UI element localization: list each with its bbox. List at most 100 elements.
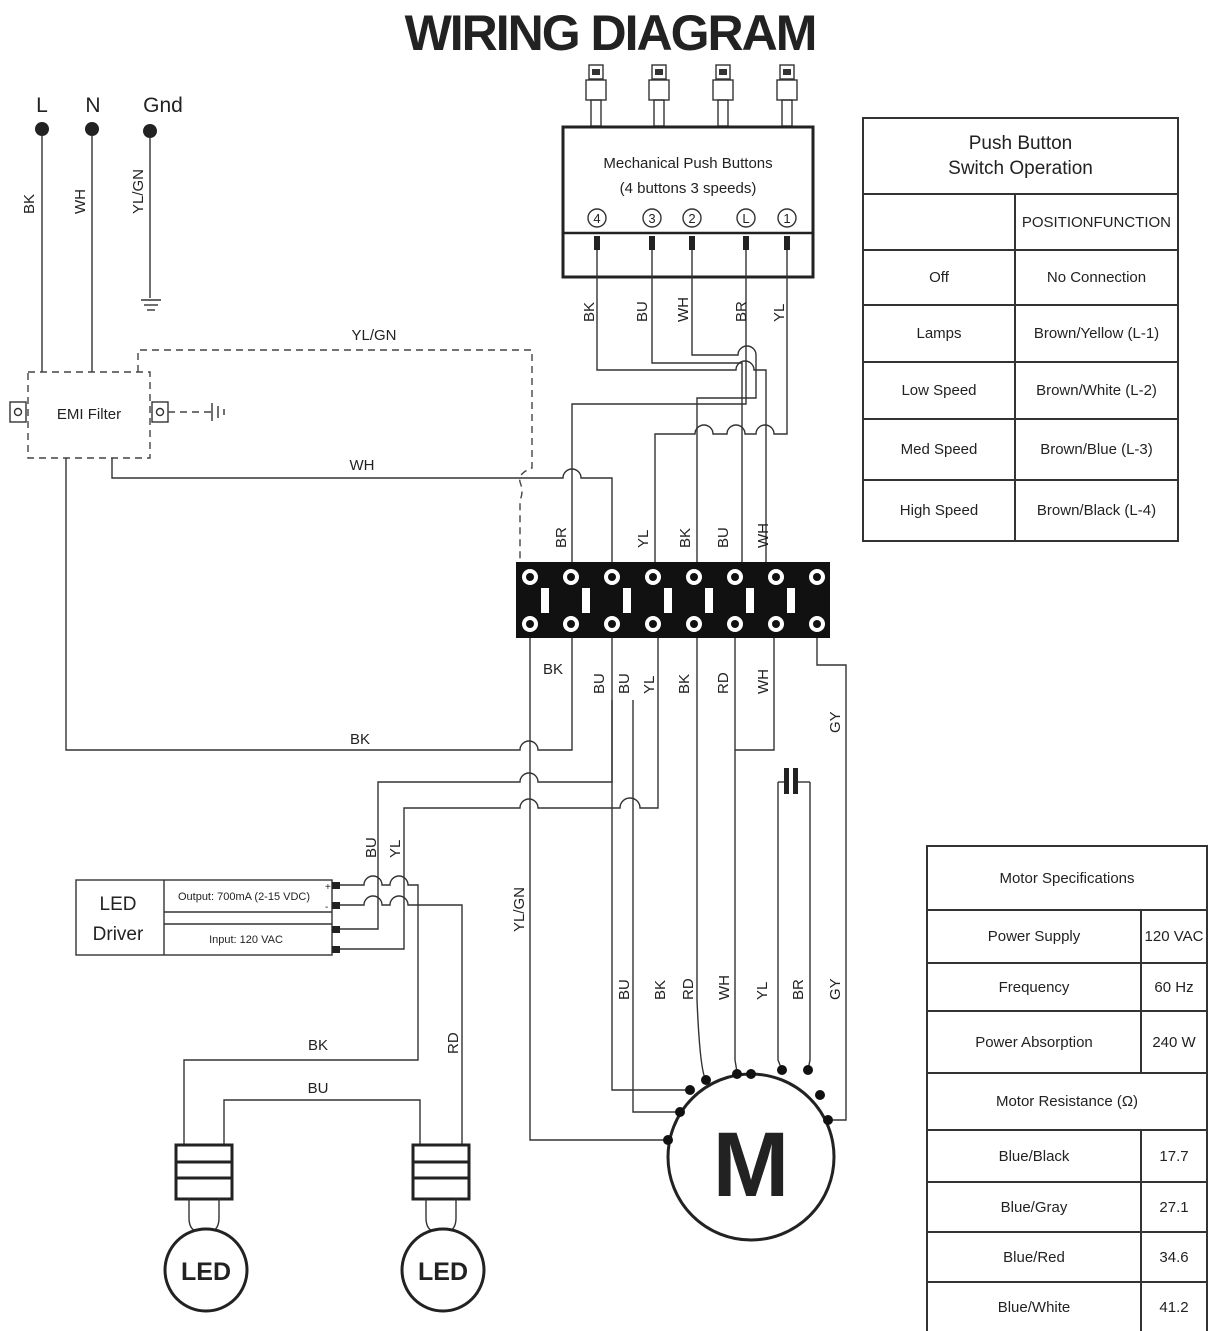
btn-wire-label-bu: BU	[634, 301, 651, 322]
driver-wire-label-bu: BU	[363, 837, 380, 858]
led-driver-title-2: Driver	[93, 924, 144, 945]
tb-top-label-br: BR	[553, 527, 570, 548]
driver-wire-label-yl: YL	[387, 840, 404, 858]
diagram-title: WIRING DIAGRAM	[405, 5, 816, 61]
tb-bottom-label-wh: WH	[755, 669, 772, 694]
motor-wire-label-bk: BK	[652, 980, 669, 1000]
led-lamp-right: LED	[400, 1143, 486, 1313]
wire-label-n: WH	[72, 189, 89, 214]
wire-motor-wh	[734, 638, 738, 1073]
motor-wire-label-yl: YL	[754, 982, 771, 1000]
switch-table-title-1: Push Button	[968, 133, 1073, 154]
push-buttons: Mechanical Push Buttons (4 buttons 3 spe…	[561, 64, 815, 279]
wire-led-bk	[183, 875, 419, 1145]
wire-emi-bk	[65, 458, 573, 751]
motor-wire-label-ground: YL/GN	[511, 887, 528, 932]
wire-label-emi-wh: WH	[350, 457, 375, 474]
button-terminal-2: 2	[682, 208, 702, 228]
led-label-right: LED	[418, 1258, 468, 1286]
wire-btn-bk	[596, 250, 767, 566]
wire-tb-wh	[735, 638, 775, 751]
neutral-terminal-label: N	[85, 94, 100, 117]
button-terminal-l: L	[736, 208, 756, 228]
led-wire-label-bk: BK	[308, 1037, 328, 1054]
wire-motor-ground	[529, 638, 668, 1141]
capacitor	[778, 768, 810, 794]
neutral-terminal	[85, 122, 99, 136]
push-button-subtitle: (4 buttons 3 speeds)	[620, 180, 757, 197]
tb-top-label-wh: WH	[755, 523, 772, 548]
led-driver-plus: +	[325, 882, 331, 893]
emi-filter: EMI Filter YL/GN WH BK	[9, 327, 613, 751]
resistance-title: Motor Resistance (Ω)	[926, 1072, 1208, 1131]
led-lamp-left: LED	[163, 1143, 249, 1313]
wire-label-l: BK	[21, 194, 38, 214]
wire-motor-br	[807, 782, 811, 1071]
tb-bottom-label-bk2: BK	[676, 674, 693, 694]
led-wire-label-bu: BU	[308, 1080, 329, 1097]
wire-btn-bu	[651, 250, 743, 566]
wire-btn-br	[571, 250, 747, 566]
button-wires: BK BU WH BR YL	[571, 250, 788, 566]
tb-top-label-bk: BK	[677, 528, 694, 548]
svg-text:L: L	[742, 211, 749, 226]
motor-label: M	[713, 1114, 790, 1216]
line-terminal-label: L	[36, 94, 48, 117]
wire-btn-wh	[691, 250, 757, 566]
btn-wire-label-br: BR	[733, 301, 750, 322]
button-terminal-1: 1	[777, 208, 797, 228]
button-wire-stubs	[594, 236, 790, 250]
switch-table-title-2: Switch Operation	[948, 158, 1093, 179]
wire-motor-rd	[696, 638, 707, 1081]
wire-btn-yl	[654, 250, 788, 566]
ground-terminal	[143, 124, 157, 138]
wire-label-emi-ground: YL/GN	[351, 327, 396, 344]
tb-bottom-label-bk1: BK	[543, 661, 563, 678]
tb-bottom-label-gy: GY	[827, 711, 844, 733]
tb-bottom-label-rd: RD	[715, 672, 732, 694]
svg-text:1: 1	[783, 211, 790, 226]
led-driver-box	[75, 879, 333, 956]
switch-table-header: POSITIONFUNCTION	[1014, 193, 1179, 251]
tb-bottom-label-bu2: BU	[616, 673, 633, 694]
button-terminal-3: 3	[642, 208, 662, 228]
wire-motor-yl	[777, 782, 783, 1071]
wire-label-gnd: YL/GN	[130, 169, 147, 214]
tb-top-label-yl: YL	[635, 530, 652, 548]
terminal-top-labels: BR YL BK BU WH	[553, 523, 772, 548]
svg-text:3: 3	[648, 211, 655, 226]
tb-bottom-label-yl: YL	[641, 676, 658, 694]
emi-filter-box	[27, 371, 151, 459]
wire-motor-bk	[632, 700, 680, 1113]
led-driver-output: Output: 700mA (2-15 VDC)	[178, 891, 310, 903]
motor-wire-label-bu: BU	[616, 979, 633, 1000]
motor: M YL/GN BU BK RD WH YL BR GY	[511, 887, 844, 1242]
wire-driver-yl	[403, 638, 659, 870]
led-label-left: LED	[181, 1258, 231, 1286]
motor-table-title: Motor Specifications	[926, 845, 1208, 911]
line-terminal	[35, 122, 49, 136]
button-terminal-4: 4	[587, 208, 607, 228]
terminal-screws	[522, 569, 825, 632]
emi-filter-label: EMI Filter	[57, 406, 121, 423]
motor-terminals	[663, 1065, 833, 1145]
led-bulb-right	[400, 1227, 486, 1313]
motor-wire-label-br: BR	[790, 979, 807, 1000]
wire-motor-gy	[816, 638, 847, 1121]
motor-wire-label-wh: WH	[716, 975, 733, 1000]
led-driver-minus: -	[325, 902, 328, 913]
led-wire-label-rd: RD	[445, 1032, 462, 1054]
btn-wire-label-bk: BK	[581, 302, 598, 322]
wire-motor-bu	[611, 700, 690, 1091]
